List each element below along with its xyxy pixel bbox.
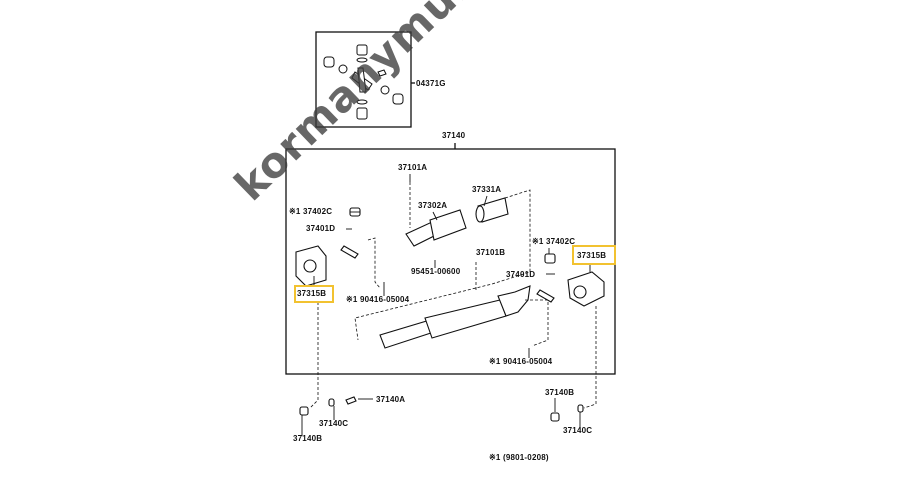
label-37140c-left[interactable]: 37140C — [319, 419, 349, 428]
footnote: ※1 (9801-0208) — [489, 453, 549, 462]
spider-right — [536, 289, 555, 303]
label-37140b-right[interactable]: 37140B — [545, 388, 575, 397]
flange-right — [567, 271, 605, 307]
label-37140c-right[interactable]: 37140C — [563, 426, 593, 435]
yoke — [405, 221, 435, 247]
label-37101b[interactable]: 37101B — [476, 248, 506, 257]
label-90416-05004-right[interactable]: ※1 90416-05004 — [489, 357, 553, 366]
label-37315b-left[interactable]: 37315B — [297, 289, 327, 298]
label-37140a[interactable]: 37140A — [376, 395, 406, 404]
label-37401d-right[interactable]: 37401D — [506, 270, 536, 279]
highlight-37315b-left — [294, 285, 334, 303]
label-37140[interactable]: 37140 — [442, 131, 466, 140]
spider-left — [340, 245, 359, 259]
inset-box — [315, 31, 412, 128]
label-90416-05004-left[interactable]: ※1 90416-05004 — [346, 295, 410, 304]
label-37315b-right[interactable]: 37315B — [577, 251, 607, 260]
label-37302a[interactable]: 37302A — [418, 201, 448, 210]
label-04371g[interactable]: 04371G — [416, 79, 446, 88]
highlight-37315b-right — [572, 245, 616, 265]
label-37401d-left[interactable]: 37401D — [306, 224, 336, 233]
tube — [424, 299, 507, 339]
universal-joint-kit-icon — [323, 44, 404, 120]
label-37402c-right[interactable]: ※1 37402C — [532, 237, 576, 246]
label-37331a[interactable]: 37331A — [472, 185, 502, 194]
label-37402c-left[interactable]: ※1 37402C — [289, 207, 333, 216]
label-37140b-left[interactable]: 37140B — [293, 434, 323, 443]
assembly-box — [285, 148, 616, 375]
label-95451-00600[interactable]: 95451-00600 — [411, 267, 461, 276]
label-37101a[interactable]: 37101A — [398, 163, 428, 172]
